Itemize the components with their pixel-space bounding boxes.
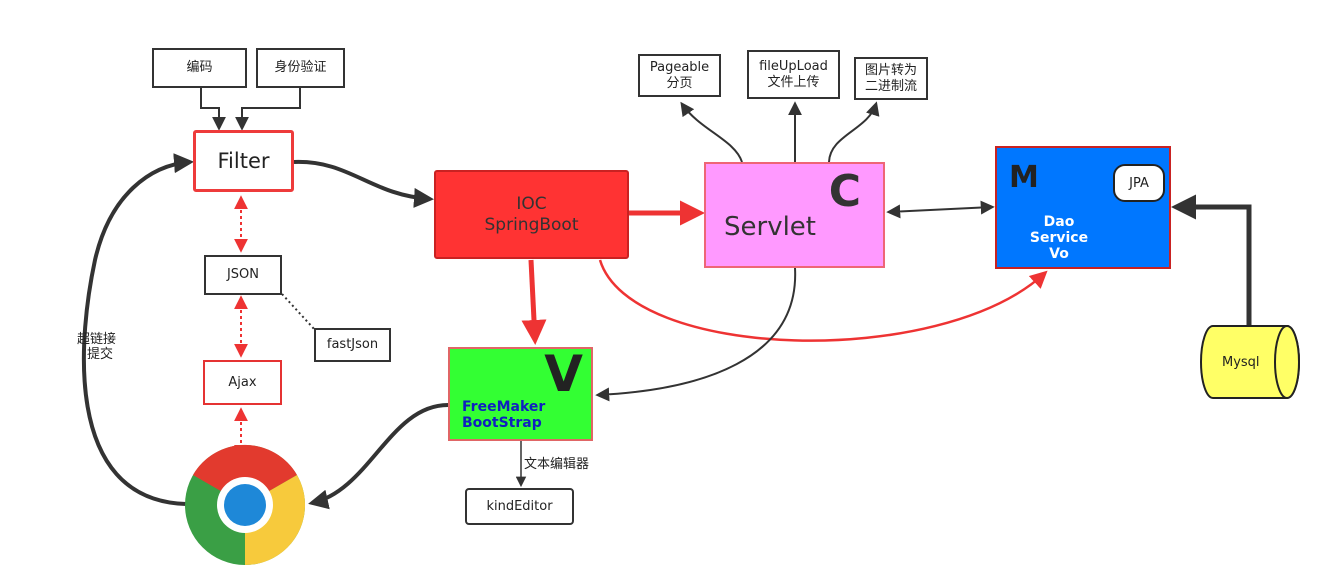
pageable-line-2: 分页 [666,75,693,91]
freemaker-label: FreeMaker [462,399,546,415]
ioc-to-view-arrow [521,259,547,345]
browser-to-filter-arrow [81,153,194,506]
pageable-line-1: Pageable [649,59,710,75]
kindeditor-box: kindEditor [465,488,574,525]
mysql-to-model-arrow [1171,194,1252,325]
vo-label: Vo [1049,246,1069,262]
encoding-box: 编码 [152,48,247,88]
bootstrap-label: BootStrap [462,415,542,431]
controller-letter: C [828,166,861,217]
service-label: Service [1029,230,1089,246]
mysql-label: Mysql [1222,355,1260,370]
authentication-box: 身份验证 [256,48,345,88]
model-letter: M [1009,160,1039,195]
filter-to-ioc-arrow [293,159,434,208]
fastjson-box: fastJson [314,328,391,362]
chrome-browser-icon [185,444,306,565]
servlet-model-bidirectional-arrow [886,200,995,219]
auth-to-filter-arrow [235,87,301,131]
image-binary-line-2: 二进制流 [864,78,917,94]
model-box: M JPA Dao Service Vo [995,146,1171,269]
ioc-springboot-box: IOC SpringBoot [434,170,629,259]
dao-label: Dao [1043,214,1075,230]
model-layers: Dao Service Vo [1029,214,1089,262]
view-to-browser-arrow [308,403,449,510]
ajax-box: Ajax [203,360,282,405]
servlet-to-pageable-arrow [680,101,743,163]
pageable-box: Pageable 分页 [638,54,721,97]
encoding-to-filter-arrow [200,87,226,131]
hyperlink-label-line-2: 提交 [87,347,114,362]
filter-box: Filter [193,130,294,192]
servlet-controller-box: C Servlet [704,162,885,268]
hyperlink-label-line-1: 超链接 [77,332,117,347]
springboot-label: SpringBoot [484,214,579,235]
fileupload-box: fileUpLoad 文件上传 [747,50,840,99]
servlet-to-binary-arrow [828,101,880,163]
json-box: JSON [204,255,282,295]
image-binary-box: 图片转为 二进制流 [854,57,928,100]
text-editor-edge-label: 文本编辑器 [524,457,590,472]
view-box: V FreeMaker BootStrap [448,345,593,441]
fileupload-line-1: fileUpLoad [759,58,828,74]
mysql-database-icon [1200,325,1300,399]
json-fastjson-dotted-link [281,293,316,331]
view-techs: FreeMaker BootStrap [462,399,545,431]
hyperlink-submit-label: 超链接 提交 [77,332,117,362]
ioc-to-model-arrow [598,259,1048,342]
servlet-to-view-arrow [595,267,797,402]
jpa-tag: JPA [1113,164,1165,202]
ioc-label: IOC [516,193,547,214]
view-letter: V [544,345,583,403]
image-binary-line-1: 图片转为 [864,62,917,78]
servlet-label: Servlet [724,212,816,242]
fileupload-line-2: 文件上传 [767,74,820,90]
